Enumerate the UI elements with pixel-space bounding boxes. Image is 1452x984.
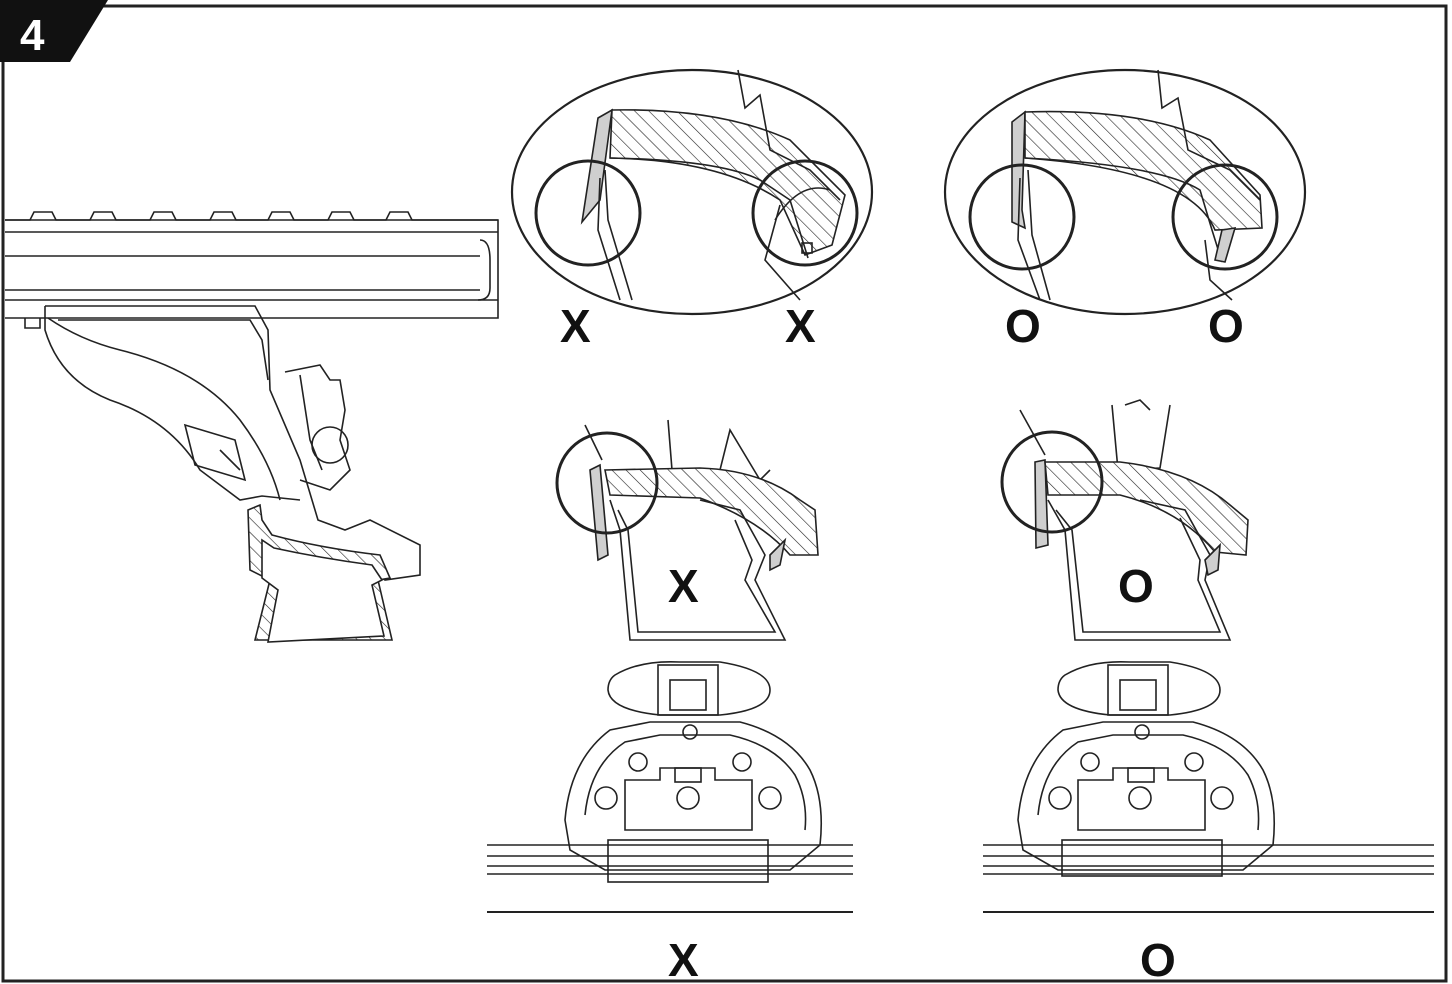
- bar-teeth: [5, 211, 498, 221]
- mark-mid-left-x: X: [668, 560, 699, 612]
- detail-ring: [751, 159, 859, 267]
- mark-top-left-x: X: [560, 300, 591, 352]
- step-number: 4: [20, 11, 45, 60]
- mark-mid-right-o: O: [1118, 560, 1154, 612]
- outer-frame: [1, 4, 1448, 983]
- detail-top-correct: [943, 68, 1307, 316]
- detail-ring: [555, 431, 659, 535]
- mark-bottom-right-o: O: [1140, 934, 1176, 984]
- detail-mid-correct: [1000, 399, 1249, 641]
- foot-bottom-wrong: [487, 660, 853, 913]
- step-badge: 4: [0, 0, 108, 62]
- mark-top-left-x2: X: [785, 300, 816, 352]
- detail-ring: [1000, 430, 1104, 534]
- mark-top-right-o: O: [1005, 300, 1041, 352]
- foot-bottom-correct: [983, 660, 1434, 913]
- detail-ring: [968, 163, 1076, 271]
- roof-bar-assembly: [5, 211, 499, 643]
- detail-ring: [534, 159, 642, 267]
- detail-ring: [1171, 163, 1279, 271]
- detail-mid-wrong: [555, 419, 819, 641]
- mark-bottom-left-x: X: [668, 934, 699, 984]
- mark-top-right-o2: O: [1208, 300, 1244, 352]
- detail-top-wrong: [510, 68, 874, 316]
